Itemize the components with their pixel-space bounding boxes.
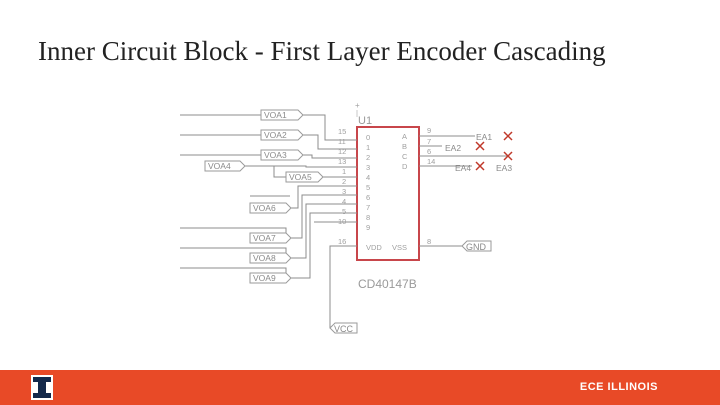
- vcc-label: VCC: [334, 324, 354, 334]
- pin-number-vdd: 16: [338, 237, 346, 246]
- vcc-label-shape: [329, 322, 358, 334]
- input-label-voa9: VOA9: [253, 273, 276, 283]
- pin-number: 10: [338, 217, 346, 226]
- pin-name: 0: [366, 133, 370, 142]
- pin-number: 4: [342, 197, 346, 206]
- gnd-label: GND: [466, 242, 487, 252]
- pin-number: 1: [342, 167, 346, 176]
- pin-number: 2: [342, 177, 346, 186]
- input-label-voa5: VOA5: [289, 172, 312, 182]
- output-label-ea4: EA4: [455, 163, 471, 173]
- pin-name: A: [402, 132, 407, 141]
- chip-ref: U1: [358, 115, 372, 127]
- right-pin-numbers: 9 7 6 14 8: [427, 126, 435, 246]
- input-label-voa7: VOA7: [253, 233, 276, 243]
- pin-name: D: [402, 162, 408, 171]
- footer-bar: [0, 370, 720, 405]
- pin-number-vss: 8: [427, 237, 431, 246]
- no-connect-markers: [475, 131, 513, 171]
- pin-name-vss: VSS: [392, 243, 407, 252]
- pin-number: 5: [342, 207, 346, 216]
- pin-name: B: [402, 142, 407, 151]
- input-label-voa4: VOA4: [208, 161, 231, 171]
- input-labels: VOA1 VOA2 VOA3 VOA4 VOA5 VOA6 VOA7 VOA8 …: [208, 110, 312, 283]
- output-labels: EA1 EA2 EA4 EA3: [445, 132, 512, 173]
- pin-number: 11: [338, 137, 346, 146]
- illinois-logo: [31, 375, 53, 400]
- pin-number: 14: [427, 157, 435, 166]
- chip-body: [356, 126, 420, 261]
- pin-number: 13: [338, 157, 346, 166]
- input-label-shapes: [204, 109, 324, 284]
- footer-brand: ECE ILLINOIS: [579, 381, 658, 393]
- pin-name-vdd: VDD: [366, 243, 382, 252]
- chip-part-number: CD40147B: [358, 277, 417, 291]
- output-label-ea1: EA1: [476, 132, 492, 142]
- pin-name: 6: [366, 193, 370, 202]
- slide-title: Inner Circuit Block - First Layer Encode…: [38, 36, 606, 66]
- power-marker: +: [355, 101, 360, 110]
- input-label-voa1: VOA1: [264, 110, 287, 120]
- pin-name: 9: [366, 223, 370, 232]
- input-label-voa6: VOA6: [253, 203, 276, 213]
- gnd-label-shape: [461, 240, 492, 252]
- pin-name: 2: [366, 153, 370, 162]
- pin-number: 7: [427, 137, 431, 146]
- pin-number: 3: [342, 187, 346, 196]
- left-pin-names: 0 1 2 3 4 5 6 7 8 9 VDD VSS: [366, 133, 407, 252]
- pin-name: 1: [366, 143, 370, 152]
- output-label-ea2: EA2: [445, 143, 461, 153]
- pin-name: 3: [366, 163, 370, 172]
- right-pin-names: A B C D: [402, 132, 408, 171]
- pin-number: 9: [427, 126, 431, 135]
- pin-number: 15: [338, 127, 346, 136]
- left-pin-numbers: 15 11 12 13 1 2 3 4 5 10 16: [338, 127, 346, 246]
- output-label-ea3: EA3: [496, 163, 512, 173]
- pin-name: 4: [366, 173, 370, 182]
- input-label-voa2: VOA2: [264, 130, 287, 140]
- pin-number: 6: [427, 147, 431, 156]
- pin-name: 7: [366, 203, 370, 212]
- output-wires: [419, 135, 508, 167]
- pin-name: C: [402, 152, 408, 161]
- pin-name: 8: [366, 213, 370, 222]
- input-label-voa3: VOA3: [264, 150, 287, 160]
- input-label-voa8: VOA8: [253, 253, 276, 263]
- pin-name: 5: [366, 183, 370, 192]
- pin-number: 12: [338, 147, 346, 156]
